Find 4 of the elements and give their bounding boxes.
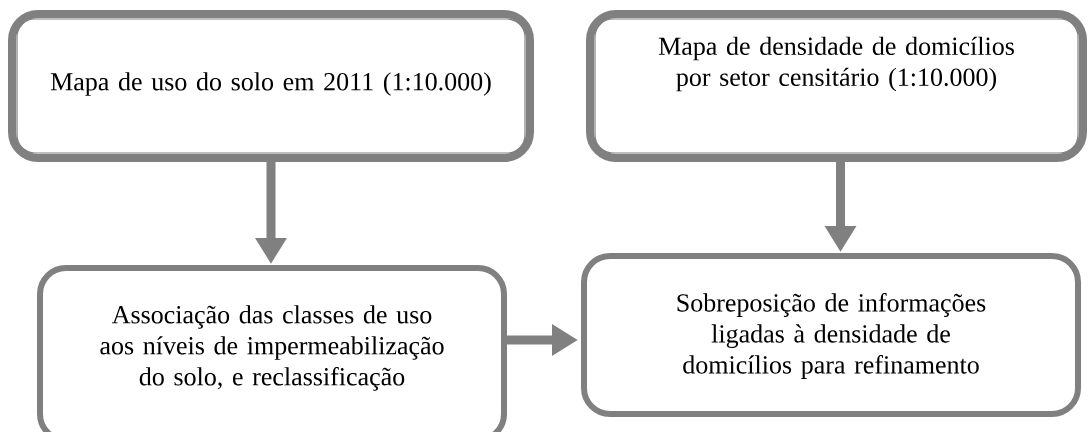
process-box: Associação das classes de uso aos níveis de impermeabilização do solo, e reclassificação bbox=[37, 265, 507, 432]
process-box: Sobreposição de informações ligadas à densidade de domicílios para refinamento bbox=[581, 253, 1081, 417]
process-box: Mapa de uso do solo em 2011 (1:10.000) bbox=[8, 10, 534, 162]
process-box: Mapa de densidade de domicílios por setor censitário (1:10.000) bbox=[586, 10, 1087, 162]
